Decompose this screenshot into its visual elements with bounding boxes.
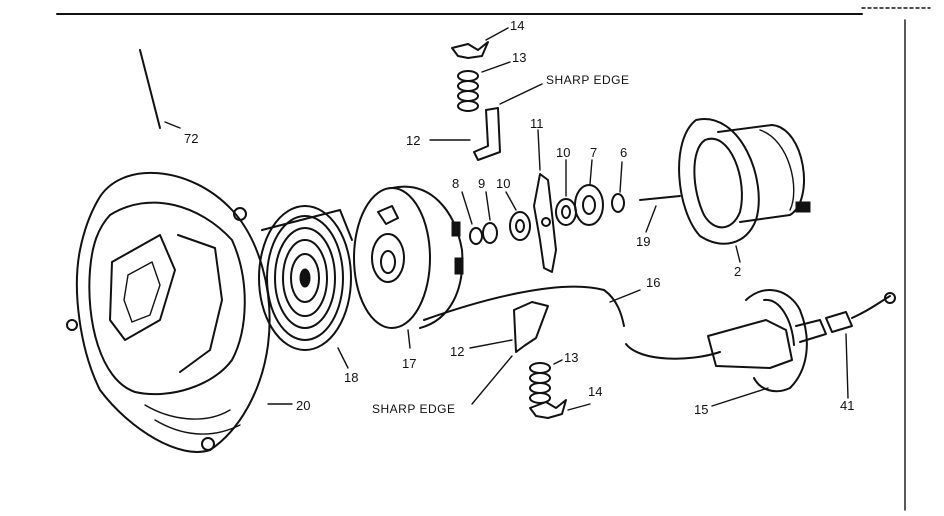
label-72: 72 xyxy=(184,131,198,146)
label-15: 15 xyxy=(694,402,708,417)
part-spring-13-bottom xyxy=(529,359,563,404)
part-labels: 72 14 13 SHARP EDGE 12 11 10 7 6 8 9 10 … xyxy=(184,18,854,417)
label-41: 41 xyxy=(840,398,854,413)
part-pawl-11 xyxy=(533,129,557,273)
label-10-right: 10 xyxy=(556,145,570,160)
label-sharp-edge-top: SHARP EDGE xyxy=(546,73,629,87)
label-10-left: 10 xyxy=(496,176,510,191)
label-8: 8 xyxy=(452,176,459,191)
label-2: 2 xyxy=(734,264,741,279)
label-13-bottom: 13 xyxy=(564,350,578,365)
sharp-edge-leader-bottom xyxy=(471,355,513,405)
part-recoil-spring-18 xyxy=(258,205,353,369)
part-flange-sleeve-2 xyxy=(678,118,811,263)
part-spring-13-top xyxy=(457,61,511,112)
label-16: 16 xyxy=(646,275,660,290)
diagram-frame xyxy=(56,7,931,511)
part-clip-12-bottom xyxy=(469,301,549,353)
label-6: 6 xyxy=(620,145,627,160)
part-wingnut-14-top xyxy=(451,27,509,59)
label-17: 17 xyxy=(402,356,416,371)
parts-washers-8-9-10 xyxy=(461,191,531,245)
part-cable-16 xyxy=(423,285,721,360)
label-13-top: 13 xyxy=(512,50,526,65)
part-wingnut-14-bottom xyxy=(529,399,591,419)
label-20: 20 xyxy=(296,398,310,413)
part-pin-19 xyxy=(639,195,681,233)
label-7: 7 xyxy=(590,145,597,160)
part-starter-housing-20 xyxy=(66,171,293,453)
label-sharp-edge-bottom: SHARP EDGE xyxy=(372,402,455,416)
label-14-top: 14 xyxy=(510,18,524,33)
label-12-bottom: 12 xyxy=(450,344,464,359)
parts-washers-10-7-6 xyxy=(555,159,625,226)
label-11: 11 xyxy=(530,116,544,131)
part-pulley-17 xyxy=(353,185,464,349)
label-9: 9 xyxy=(478,176,485,191)
part-rod-72 xyxy=(139,49,181,129)
label-19: 19 xyxy=(636,234,650,249)
part-clip-12-top xyxy=(429,83,543,161)
part-handle-15 xyxy=(707,289,827,407)
part-cable-end-41 xyxy=(825,292,896,399)
label-18: 18 xyxy=(344,370,358,385)
label-12-top: 12 xyxy=(406,133,420,148)
label-14-bottom: 14 xyxy=(588,384,602,399)
